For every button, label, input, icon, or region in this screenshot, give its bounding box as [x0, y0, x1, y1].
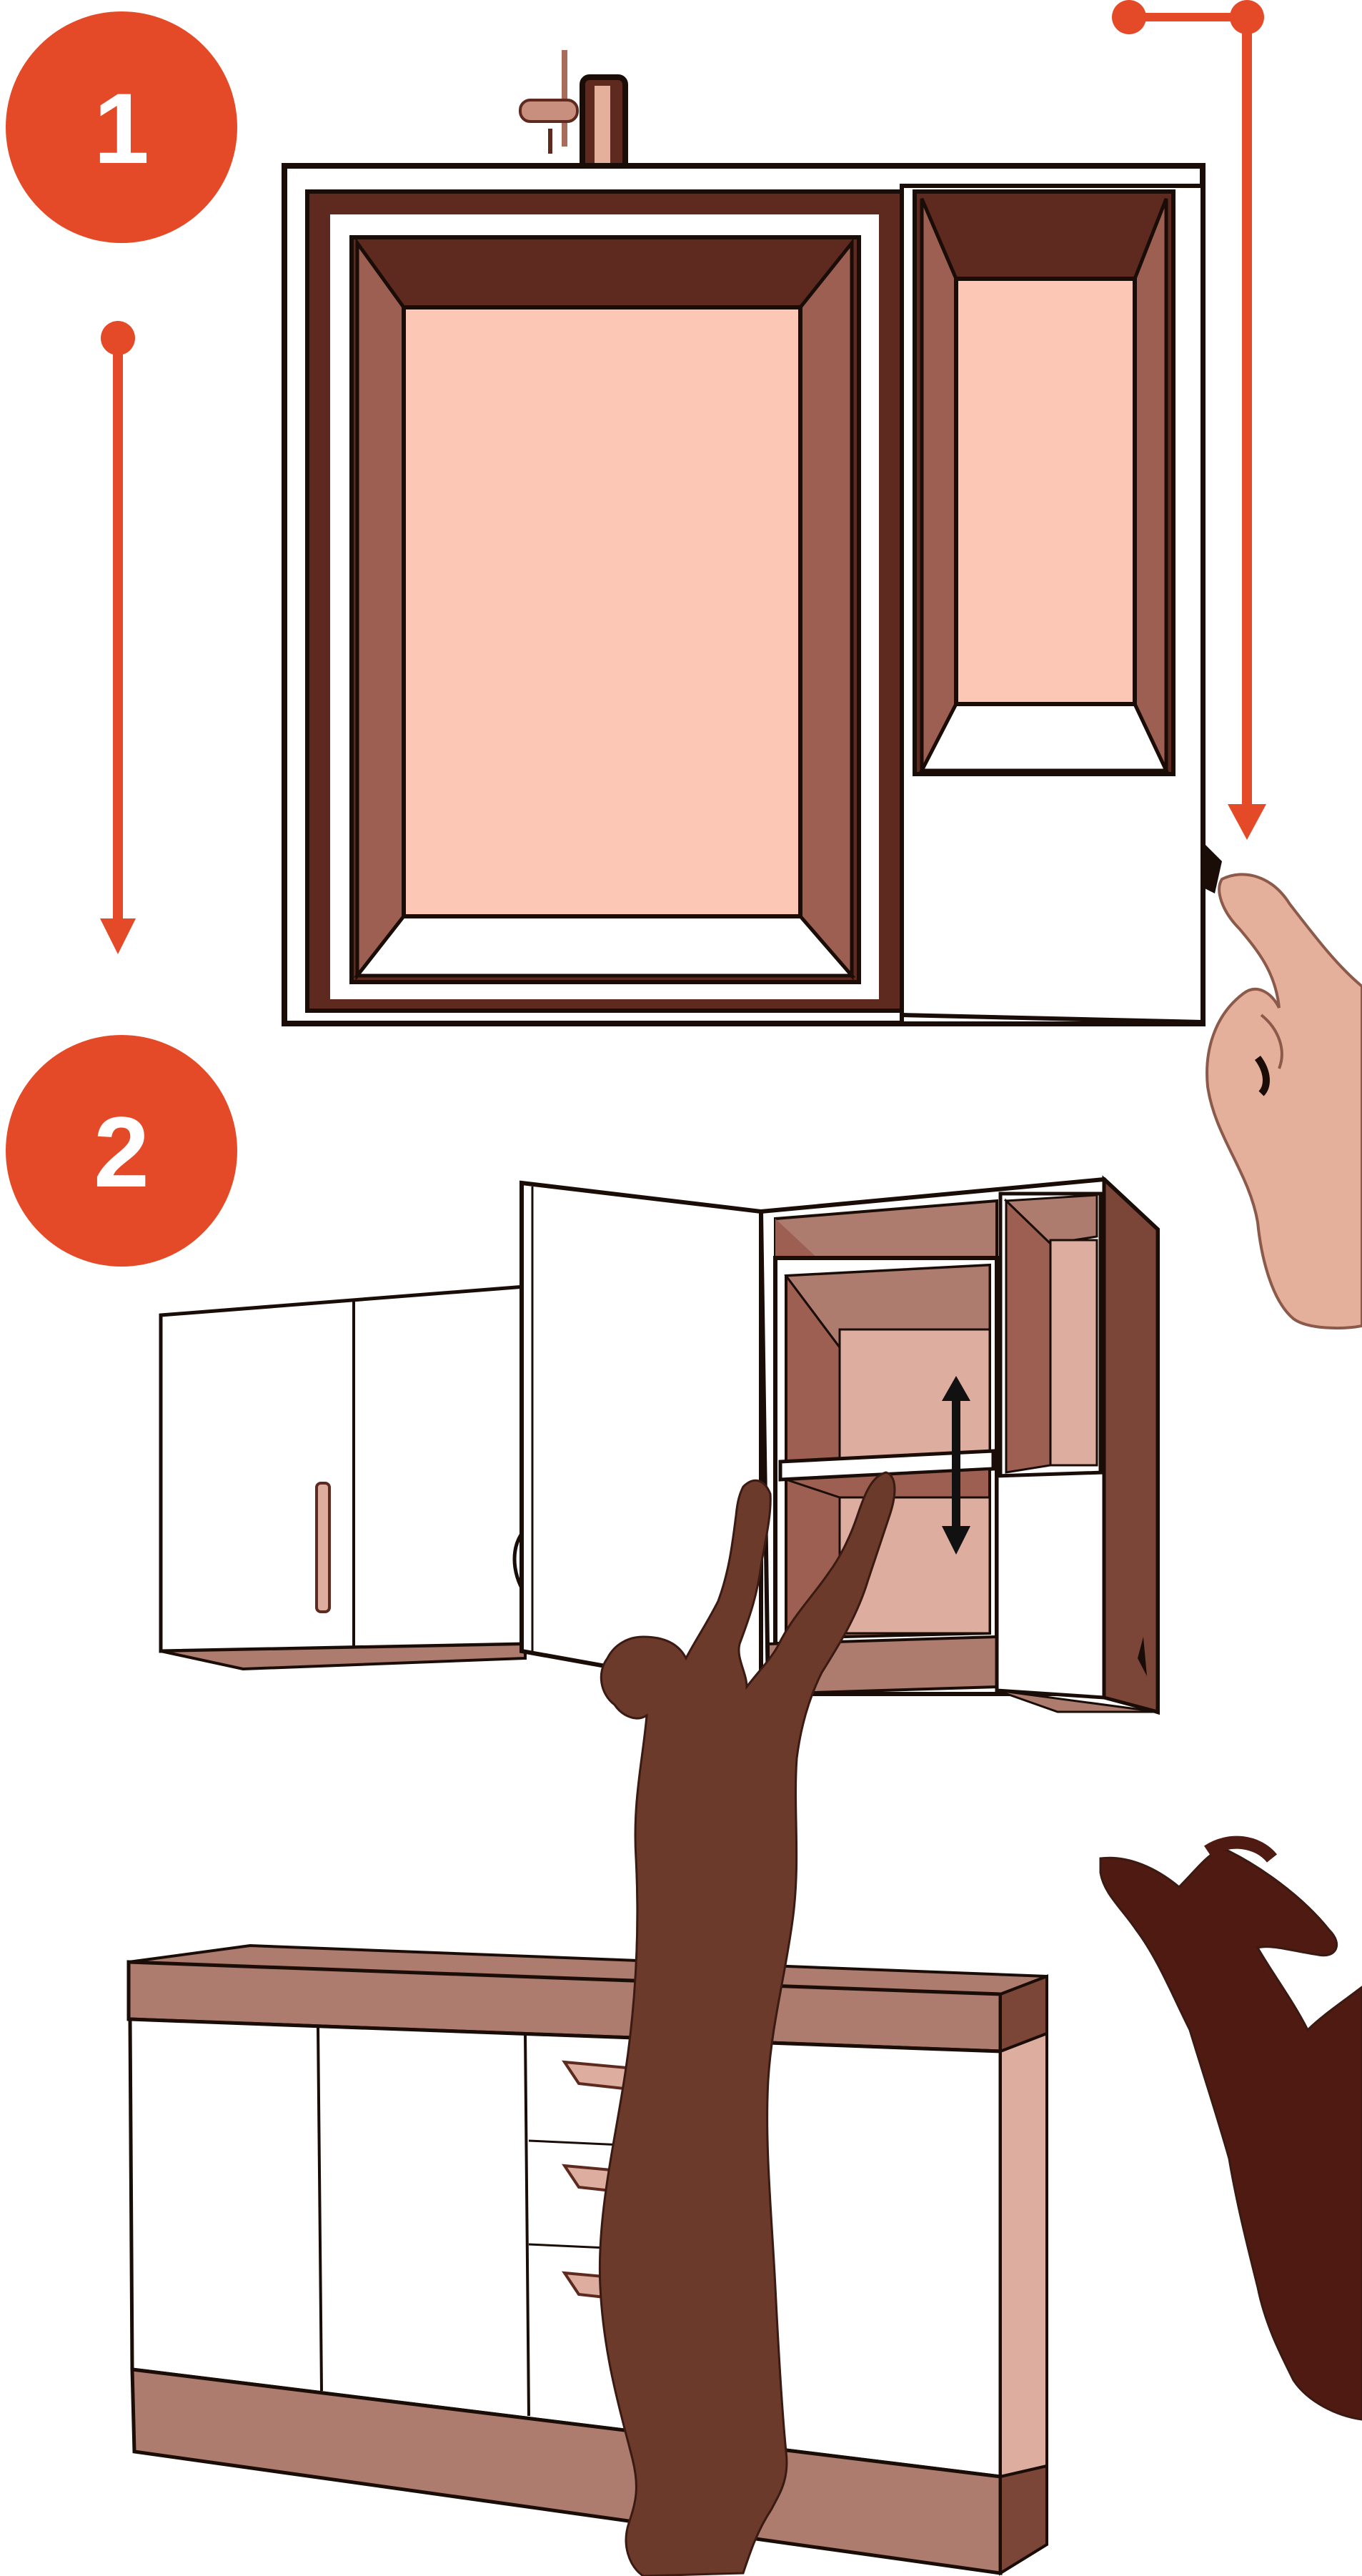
step-1-number: 1	[94, 72, 149, 184]
wall-cabinet-closed	[161, 1287, 525, 1669]
person-silhouette-partial-icon	[1100, 1843, 1362, 2419]
wall-bracket	[520, 50, 625, 170]
step-2: 2	[6, 1035, 1362, 2576]
cabinet-front	[284, 166, 1222, 1024]
step-1-badge: 1	[6, 11, 237, 243]
measure-arrow-icon	[100, 321, 136, 954]
base-cabinet	[129, 1946, 1047, 2573]
step-2-number: 2	[94, 1096, 149, 1208]
step-2-badge: 2	[6, 1035, 237, 1267]
hand-icon	[1207, 874, 1362, 1328]
